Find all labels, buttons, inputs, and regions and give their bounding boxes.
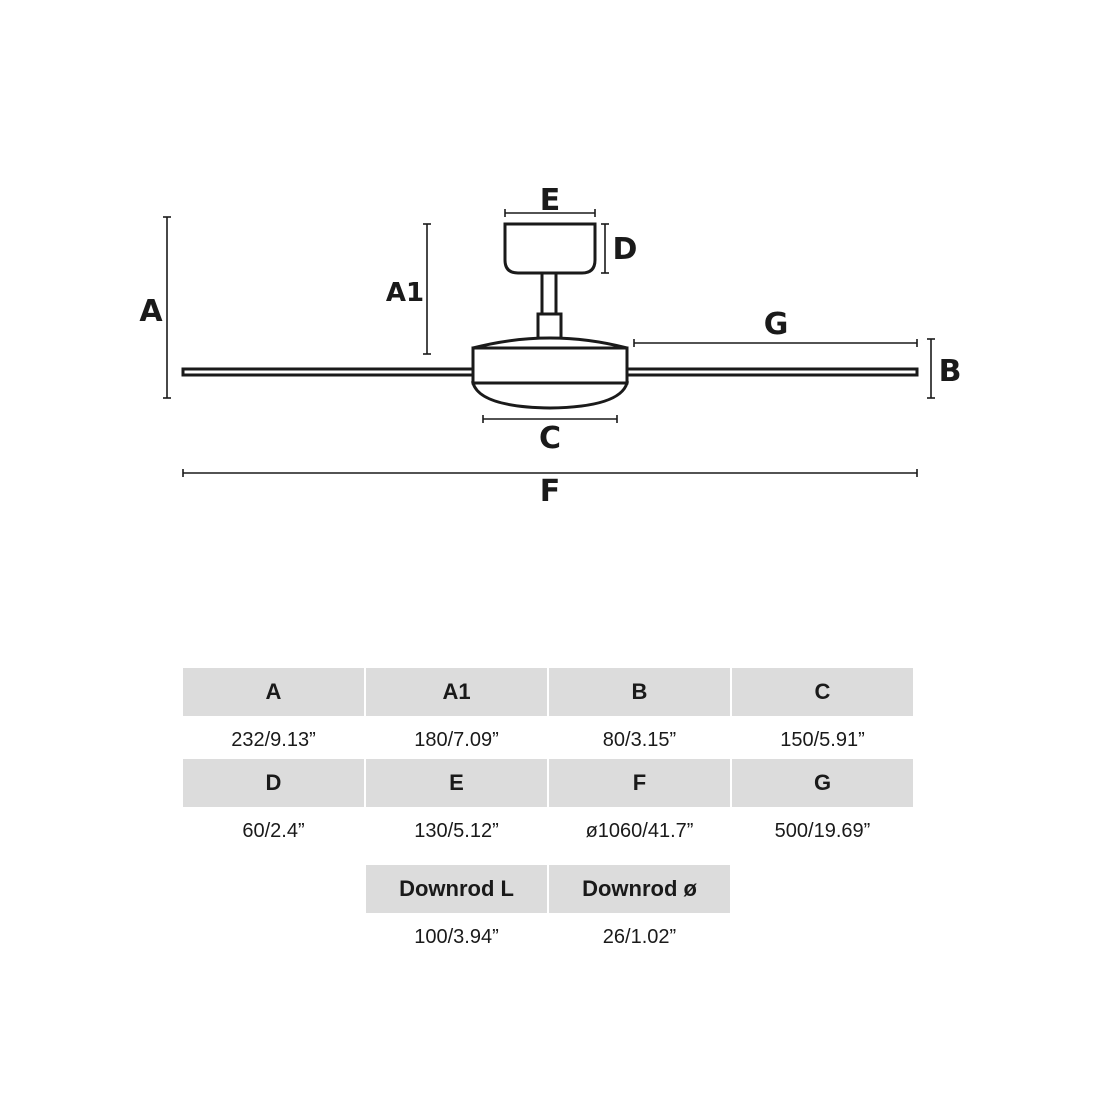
dimension-line-a1 [423,223,431,355]
value-d: 60/2.4” [242,819,305,842]
header-g: G [732,759,913,807]
header-f: F [549,759,730,807]
label-d: D [613,232,638,267]
downrod [540,271,558,317]
label-c: C [539,421,561,456]
dimension-line-a [163,216,171,399]
dimension-line-c [482,415,618,423]
header-e: E [366,759,547,807]
label-g: G [764,307,789,342]
value-f: ø1060/41.7” [585,819,694,842]
header-downrod-length: Downrod L [366,865,547,913]
header-downrod-diameter: Downrod ø [549,865,730,913]
header-d: D [183,759,364,807]
canopy [503,222,597,275]
value-c: 150/5.91” [780,728,865,751]
motor-housing [471,346,629,385]
label-a1: A1 [386,278,424,308]
value-a1: 180/7.09” [414,728,499,751]
value-downrod-length: 100/3.94” [414,925,499,948]
value-g: 500/19.69” [774,819,871,842]
label-f: F [540,474,561,509]
dimension-line-f [182,469,918,477]
label-e: E [540,183,561,218]
value-b: 80/3.15” [602,728,677,751]
dimension-line-b [927,338,935,399]
value-a: 232/9.13” [231,728,316,751]
label-a: A [139,294,163,329]
header-a1: A1 [366,668,547,716]
dimension-line-e [504,209,596,217]
header-c: C [732,668,913,716]
header-b: B [549,668,730,716]
label-b: B [939,354,962,389]
dimension-line-d [601,223,609,274]
value-e: 130/5.12” [414,819,499,842]
downrod-coupler [536,312,563,342]
blade-right [623,367,919,377]
motor-top [472,336,628,350]
light-bowl [470,381,630,410]
header-a: A [183,668,364,716]
dimension-line-g [633,339,918,347]
value-downrod-diameter: 26/1.02” [602,925,677,948]
blade-left [181,367,477,377]
fan-dimension-diagram: A A1 E D G B C F [139,183,962,509]
